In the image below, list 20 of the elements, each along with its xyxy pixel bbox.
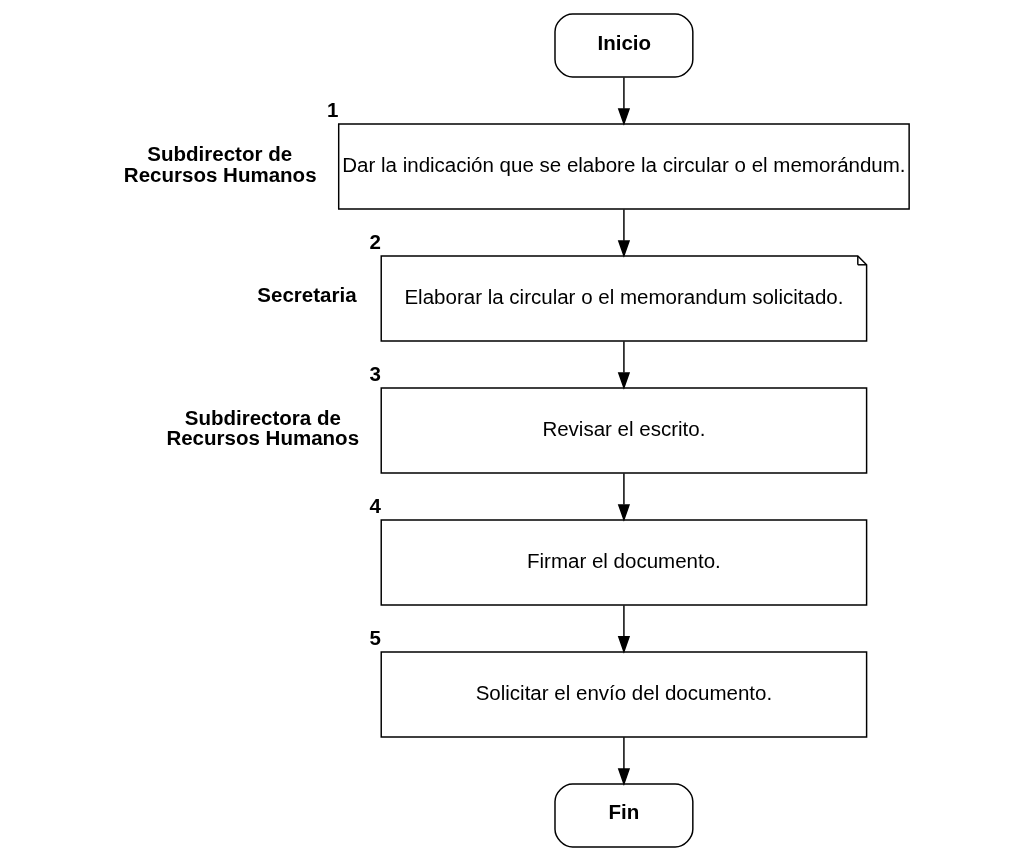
node-box: Solicitar el envío del documento.	[380, 651, 867, 738]
node-label: 2	[368, 229, 381, 253]
arrow	[617, 76, 630, 126]
node-label: 1	[326, 97, 338, 121]
node-label: Secretaria	[256, 283, 357, 307]
node-box: Revisar el escrito.	[380, 387, 867, 474]
arrow	[617, 736, 630, 786]
node-box: Firmar el documento.	[380, 519, 867, 606]
arrow	[617, 340, 630, 390]
arrow	[617, 604, 630, 654]
node-label: Subdirectora de Recursos Humanos	[165, 405, 359, 450]
node-box: Dar la indicación que se elabore la circular o el memorándum.	[337, 123, 910, 210]
arrow	[617, 472, 630, 522]
node-label: 4	[368, 493, 381, 517]
arrow	[617, 208, 630, 258]
node-box: Inicio	[553, 13, 694, 78]
node-label: 5	[368, 625, 381, 649]
node-label: 3	[368, 361, 381, 385]
node-label: Subdirector de Recursos Humanos	[123, 141, 317, 186]
node-box: Fin	[553, 783, 694, 848]
